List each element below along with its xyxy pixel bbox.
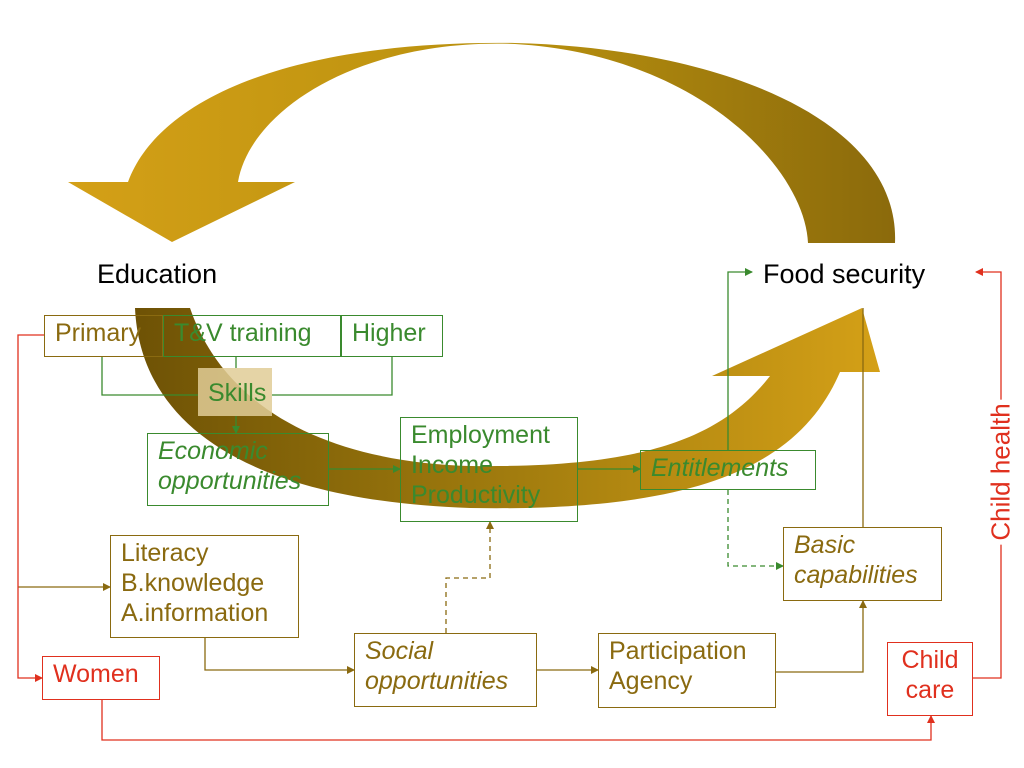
entitlements-to-food-security-arrow [727, 268, 753, 450]
entitlements-label: Entitlements [651, 454, 789, 482]
skills-label: Skills [208, 379, 267, 407]
social-line-2: opportunities [365, 667, 509, 695]
higher-box: Higher [341, 315, 443, 357]
green-connectors [101, 268, 784, 570]
tv-training-box: T&V training [163, 315, 341, 357]
entitlements-box: Entitlements [640, 450, 816, 490]
top-curved-arrow [68, 42, 896, 243]
tv-training-label: T&V training [174, 319, 312, 347]
literacy-box: Literacy B.knowledge A.information [110, 535, 299, 638]
participation-line-1: Participation [609, 637, 747, 665]
participation-line-2: Agency [609, 667, 693, 695]
literacy-line-3: A.information [121, 599, 269, 627]
bottom-curved-arrow [135, 308, 880, 509]
literacy-line-2: B.knowledge [121, 569, 265, 597]
participation-to-basic-arrow [776, 600, 867, 673]
basic-capabilities-box: Basic capabilities [783, 527, 942, 601]
food-security-label: Food security [763, 259, 926, 289]
economic-line-1: Economic [158, 437, 268, 465]
economic-opportunities-box: Economic opportunities [147, 433, 329, 506]
employment-line-3: Productivity [411, 481, 541, 509]
entitlements-to-basic-capabilities-arrow [727, 490, 784, 570]
child-care-box: Child care [887, 642, 973, 716]
employment-line-1: Employment [411, 421, 550, 449]
primary-label: Primary [55, 319, 142, 347]
child-care-line-1: Child [901, 646, 959, 674]
education-label: Education [97, 259, 218, 289]
higher-to-skills-line [272, 357, 393, 396]
literacy-to-social-arrow [204, 638, 355, 674]
primary-to-skills-line [101, 357, 198, 396]
social-to-employment-arrow [445, 521, 494, 633]
primary-box: Primary [44, 315, 163, 357]
olive-connectors [18, 308, 867, 674]
higher-label: Higher [352, 319, 426, 347]
women-box: Women [42, 656, 160, 700]
social-opportunities-box: Social opportunities [354, 633, 537, 707]
basic-line-2: capabilities [794, 561, 918, 589]
employment-line-2: Income [411, 451, 493, 479]
economic-line-2: opportunities [158, 467, 302, 495]
women-label: Women [53, 660, 139, 688]
skills-box: Skills [198, 368, 272, 416]
child-health-label-wrap: Child health [983, 396, 1019, 548]
primary-to-women-arrow [17, 334, 44, 682]
basic-line-1: Basic [794, 531, 856, 559]
participation-box: Participation Agency [598, 633, 776, 708]
literacy-line-1: Literacy [121, 539, 209, 567]
social-line-1: Social [365, 637, 434, 665]
employment-box: Employment Income Productivity [400, 417, 578, 522]
child-health-label: Child health [985, 399, 1017, 545]
women-to-child-care-arrow [101, 700, 935, 741]
child-care-line-2: care [905, 676, 955, 704]
